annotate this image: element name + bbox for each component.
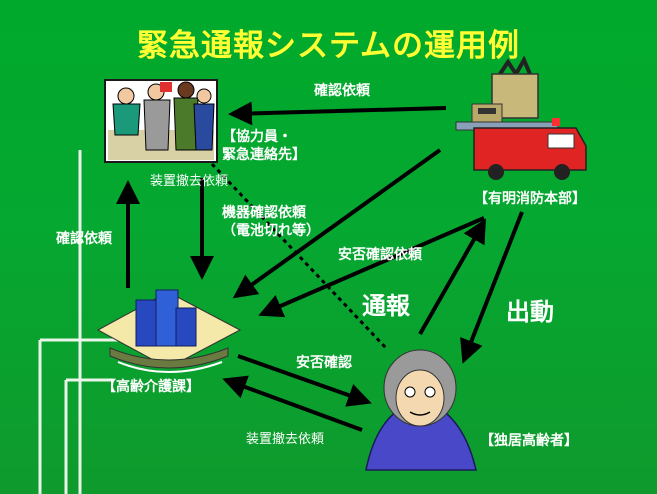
label-dispatch: 出動 [506,298,554,326]
cooperator-label-line2: 緊急連絡先】 [222,147,306,163]
label-device-removal-bottom: 装置撤去依頼 [246,432,325,447]
page-title: 緊急通報システムの運用例 [136,28,521,64]
arrows [116,101,524,432]
fire-dept-label: 【有明消防本部】 [474,191,586,207]
arrow-fire-to-welfare-2 [258,216,485,318]
welfare-building-illustration [96,289,242,373]
arrow-elderly-to-welfare [222,375,363,432]
arrow-fire-to-cooperator [228,101,447,126]
label-device-check-line2: （電池切れ等） [222,223,320,239]
fire-dept-illustration [455,55,587,180]
arrow-welfare-to-elderly [237,354,372,407]
label-confirm-request-top: 確認依頼 [314,83,370,99]
arrow-fire-to-welfare-1 [232,148,442,299]
label-safety-check-request: 安否確認依頼 [338,247,422,263]
label-safety-check: 安否確認 [296,355,352,371]
elderly-label: 【独居高齢者】 [480,433,578,449]
label-confirm-request-left: 確認依頼 [56,231,112,247]
label-device-removal-top: 装置撤去依頼 [150,174,229,189]
label-device-check-line1: 機器確認依頼 [222,205,306,221]
arrow-fire-to-elderly [460,211,524,364]
label-report: 通報 [362,292,410,320]
elderly-illustration [365,349,477,471]
cooperator-illustration [104,79,218,163]
welfare-label: 【高齢介護課】 [102,379,200,395]
arrow-dotted-cooperator-to-elderly [210,162,388,350]
cooperator-label-line1: 【協力員・ [222,129,292,145]
left-frame-lines [38,150,120,494]
arrow-elderly-to-fire [418,218,486,335]
